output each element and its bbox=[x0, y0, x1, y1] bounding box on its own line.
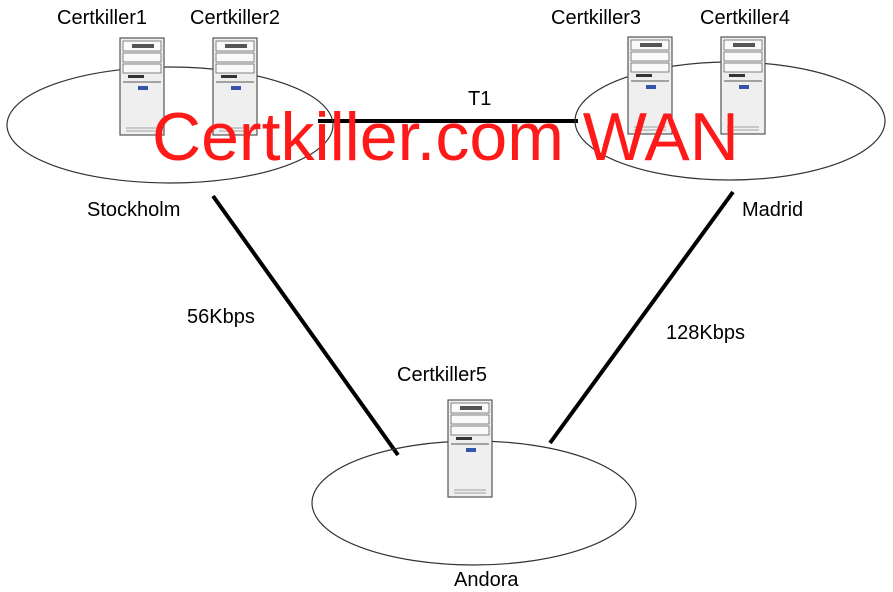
site-andora-label: Andora bbox=[454, 569, 519, 591]
server-certkiller4-label: Certkiller4 bbox=[700, 7, 791, 29]
server-certkiller5-icon bbox=[447, 399, 493, 498]
link-128kbps-label: 128Kbps bbox=[666, 322, 745, 344]
link-56kbps-line bbox=[211, 194, 400, 457]
server-certkiller1-label: Certkiller1 bbox=[57, 7, 148, 29]
server-certkiller2-label: Certkiller2 bbox=[190, 7, 281, 29]
watermark-text: Certkiller.com WAN bbox=[152, 99, 739, 175]
server-certkiller5-label: Certkiller5 bbox=[397, 364, 488, 386]
site-stockholm-label: Stockholm bbox=[87, 199, 181, 221]
site-stockholm-ellipse bbox=[6, 66, 334, 184]
link-t1-label: T1 bbox=[468, 88, 492, 110]
link-56kbps-label: 56Kbps bbox=[187, 306, 255, 328]
site-madrid-label: Madrid bbox=[742, 199, 804, 221]
server-certkiller3-label: Certkiller3 bbox=[551, 7, 642, 29]
link-128kbps-line bbox=[548, 190, 735, 445]
